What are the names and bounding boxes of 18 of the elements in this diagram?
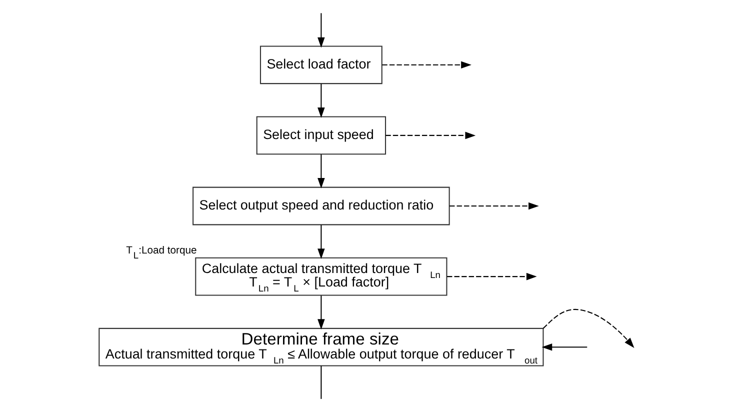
arrow bbox=[317, 296, 324, 330]
arrow bbox=[446, 272, 536, 280]
node-box: Select output speed and reduction ratio bbox=[192, 186, 450, 226]
arrow bbox=[317, 84, 324, 118]
arrow bbox=[385, 132, 476, 140]
arrow bbox=[317, 13, 324, 48]
node-box: Determine frame size Actual transmitted torque T$_{Ln}$ ≤ Allowable output torque of reducer T$_{out}$ bbox=[98, 328, 544, 366]
arrow bbox=[541, 343, 587, 351]
node-box: Select input speed bbox=[256, 116, 386, 155]
arrow bbox=[542, 308, 634, 348]
arrow bbox=[317, 154, 324, 188]
node-label: T$_{L}$:Load torque bbox=[126, 246, 196, 261]
arrow bbox=[449, 202, 538, 210]
arrow bbox=[317, 225, 324, 259]
arrow bbox=[382, 61, 471, 69]
node-box: Select load factor bbox=[259, 46, 382, 84]
connector bbox=[320, 366, 322, 399]
node-box: Calculate actual transmitted torque T$_{Ln}$ T$_{Ln}$ = T$_{L}$ × [Load factor] bbox=[194, 257, 447, 296]
